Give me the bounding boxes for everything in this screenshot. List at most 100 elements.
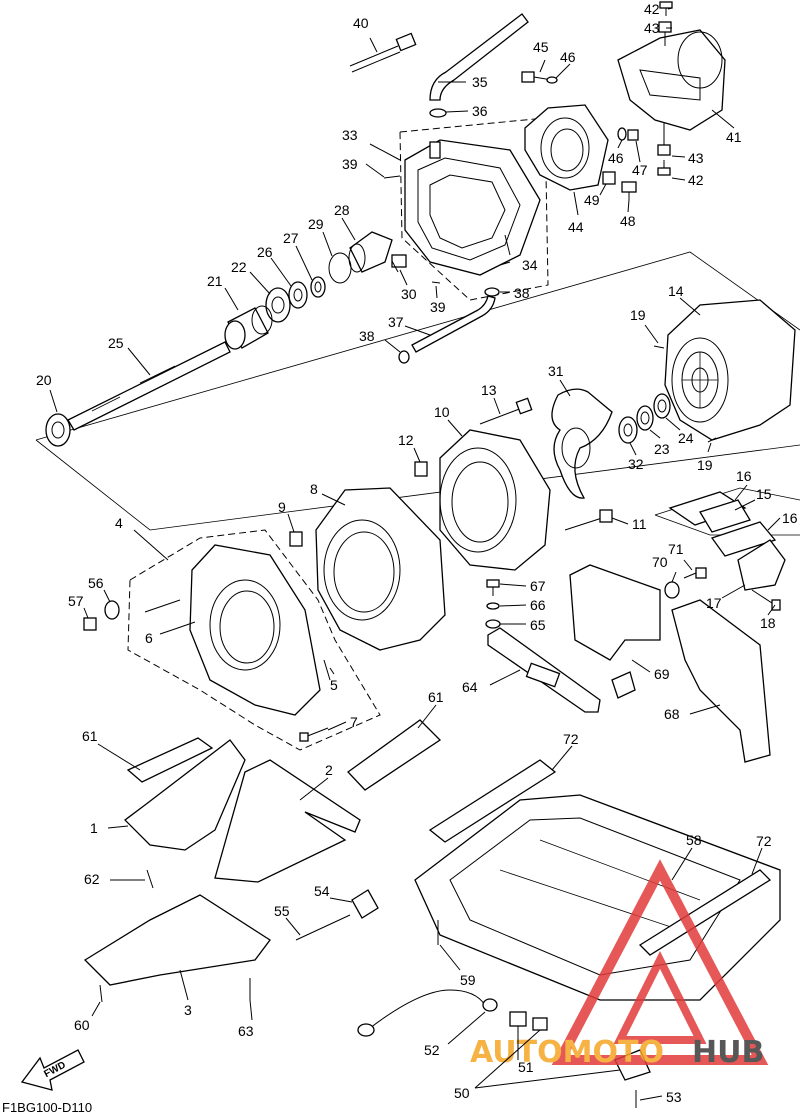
part-number-66: 66 [530,597,546,613]
part-number-17: 17 [706,595,722,611]
stud-6-icon [171,621,196,631]
part-number-21: 21 [207,273,223,289]
part-number-23: 23 [654,441,670,457]
washer-46b-icon [617,127,627,141]
bracket-61b-icon [347,719,442,791]
bolt-48-icon [621,181,637,200]
nut-47-icon [627,129,639,141]
fitting-51-icon [509,1011,527,1027]
part-number-50: 50 [454,1085,470,1101]
part-number-53: 53 [666,1089,682,1105]
part-number-61b: 61 [428,689,444,705]
bearing-26-icon [288,281,308,309]
o-ring-29-icon [328,252,352,284]
bolt-62-icon [146,869,154,889]
part-number-27: 27 [283,230,299,246]
pin-39b-icon [431,281,441,284]
plate-16b-icon [710,521,777,557]
part-number-15: 15 [756,486,772,502]
watermark-word-left: AUTOMOTO [470,1035,664,1070]
collar-43-top-icon [658,21,672,33]
part-number-14: 14 [668,283,684,299]
pin-19a-icon [653,345,665,349]
dowel-12-icon [414,461,428,477]
part-number-39b: 39 [430,299,446,315]
bolt-5-icon [323,659,331,681]
clip-36-icon [429,108,447,118]
part-number-31: 31 [548,363,564,379]
part-number-24: 24 [678,430,694,446]
cover-41-icon [617,29,726,131]
part-number-11: 11 [632,516,647,532]
watermark-logo: AUTOMOTO HUB [470,859,769,1070]
part-number-56: 56 [88,575,104,591]
collar-43-bottom-icon [657,144,671,156]
plate-68-icon [671,599,771,763]
part-number-18: 18 [760,615,776,631]
part-number-39a: 39 [342,156,358,172]
housing-4-icon [189,544,321,716]
bolt-40-icon [349,32,417,73]
ride-plate-58-icon [414,794,781,1001]
part-number-2: 2 [325,762,333,778]
seal-27-icon [310,276,326,298]
plate-69-icon [569,564,661,661]
clip-38b-icon [398,350,410,364]
collar-70-icon [664,581,680,599]
plate-16a-icon [668,491,747,526]
part-number-38a: 38 [514,285,530,301]
clip-69b-icon [611,671,636,699]
part-number-57: 57 [68,593,84,609]
block-64b-icon [525,662,561,688]
part-number-25: 25 [108,335,124,351]
part-number-42a: 42 [644,1,660,17]
part-number-60: 60 [74,1017,90,1033]
sensor-52-icon [482,998,498,1012]
part-number-16b: 16 [782,510,798,526]
part-number-55: 55 [274,903,290,919]
fitting-50-icon [532,1017,548,1031]
bolt-67-icon [486,579,500,596]
impeller-31-icon [551,388,613,499]
plate-3-icon [83,894,271,986]
part-number-20: 20 [36,372,52,388]
part-number-8: 8 [310,481,318,497]
part-number-51: 51 [518,1059,534,1075]
part-number-63: 63 [238,1023,254,1039]
part-number-65: 65 [530,617,546,633]
ring-23-icon [636,405,654,431]
ring-24-icon [653,393,671,419]
part-number-49: 49 [584,192,600,208]
part-number-13: 13 [481,382,497,398]
part-number-5: 5 [330,677,338,693]
sleeve-21-icon [224,305,273,350]
cap-28-icon [348,231,393,273]
leader-lines [49,7,781,1101]
part-number-labels: 40 35 36 33 39 28 29 27 26 22 21 25 20 3… [36,1,798,1105]
bolt-42-bottom-icon [657,160,671,176]
part-number-30: 30 [401,286,417,302]
duct-10-icon [439,429,551,571]
part-number-46b: 46 [608,150,624,166]
stud-6b-icon [144,599,181,613]
part-number-35: 35 [472,74,488,90]
cable-52-icon [369,989,486,1029]
part-number-45: 45 [533,39,549,55]
bolt-7-icon [299,727,329,742]
bracket-44-icon [524,104,609,191]
part-number-67: 67 [530,578,546,594]
bolt-71-icon [683,567,707,579]
bolt-11-icon [564,509,613,531]
part-number-28: 28 [334,202,350,218]
part-number-7: 7 [350,714,358,730]
part-number-43a: 43 [644,20,660,36]
part-number-44: 44 [568,219,584,235]
washer-56-icon [104,600,120,620]
part-number-10: 10 [434,404,450,420]
plate-1-icon [124,739,246,851]
assembly-outline-lower [35,439,800,531]
part-number-42b: 42 [688,172,704,188]
watermark-triangle-icon [551,859,769,1065]
bracket-61a-icon [126,737,214,783]
part-number-29: 29 [308,216,324,232]
